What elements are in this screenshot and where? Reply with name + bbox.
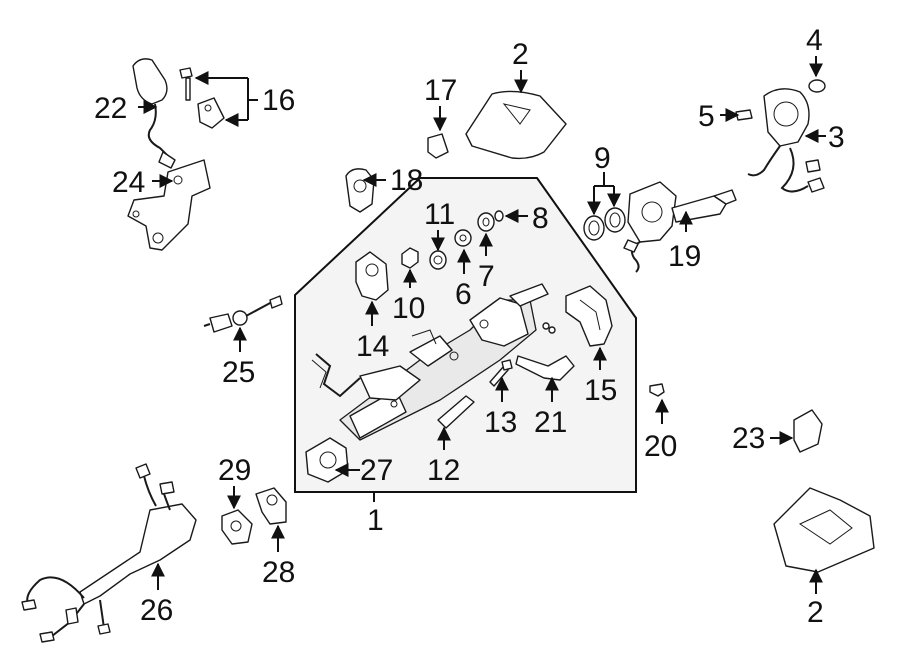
callout-20: 20 <box>644 430 677 463</box>
part-8-washer <box>494 210 504 222</box>
part-5-small-clip <box>735 109 753 121</box>
part-11-bearing <box>429 250 447 270</box>
callout-1: 1 <box>367 504 384 537</box>
callout-27: 27 <box>360 454 393 487</box>
callout-23: 23 <box>732 422 765 455</box>
part-22-shift-lever <box>132 58 176 169</box>
callout-16: 16 <box>262 84 295 117</box>
part-2-upper-cover <box>465 90 567 160</box>
callout-8: 8 <box>532 202 549 235</box>
callout-7: 7 <box>478 260 495 293</box>
part-13-bolt <box>489 359 513 387</box>
part-10-nut <box>401 247 419 269</box>
callout-5: 5 <box>698 100 715 133</box>
part-15-bracket <box>565 285 613 347</box>
callout-15: 15 <box>584 374 617 407</box>
callout-13: 13 <box>484 406 517 439</box>
leader-lines <box>138 56 826 594</box>
part-26-wiring-harness <box>21 463 197 643</box>
part-16-bolt-and-bushing <box>179 67 225 129</box>
part-17-clip <box>427 133 449 159</box>
part-24-bracket <box>127 159 211 251</box>
part-25-sensor <box>203 295 283 333</box>
callout-11: 11 <box>424 198 455 231</box>
part-20-clip <box>649 383 665 397</box>
callout-10: 10 <box>392 292 425 325</box>
callout-6: 6 <box>455 278 472 311</box>
callout-21: 21 <box>534 406 567 439</box>
part-6-bushing <box>454 229 472 247</box>
part-2-lower-shroud <box>773 487 875 573</box>
callout-25: 25 <box>222 356 255 389</box>
callout-19: 19 <box>668 240 701 273</box>
part-12-pin <box>437 395 475 429</box>
callout-12: 12 <box>427 454 460 487</box>
callout-2-bottom: 2 <box>807 596 824 629</box>
callout-14: 14 <box>356 330 389 363</box>
part-7-cylinder <box>477 212 495 232</box>
callout-18: 18 <box>390 164 423 197</box>
part-29-plate <box>221 509 253 545</box>
part-28-bracket <box>255 487 287 525</box>
callout-24: 24 <box>112 166 145 199</box>
callout-labels: 1 2 2 3 4 5 6 7 8 9 10 11 12 13 14 15 16… <box>94 24 845 629</box>
callout-26: 26 <box>140 594 173 627</box>
callout-3: 3 <box>828 121 845 154</box>
part-4-cap <box>808 79 826 93</box>
callout-28: 28 <box>262 556 295 589</box>
part-21-lever <box>515 355 575 381</box>
callout-17: 17 <box>424 74 457 107</box>
callout-4: 4 <box>806 24 823 57</box>
callout-22: 22 <box>94 92 127 125</box>
callout-9: 9 <box>594 142 611 175</box>
part-3-clockspring <box>747 88 825 193</box>
part-1-steering-column <box>311 283 549 441</box>
callout-29: 29 <box>218 454 251 487</box>
part-23-cover-piece <box>793 409 823 453</box>
callout-2-top: 2 <box>512 38 529 71</box>
part-small-pins <box>542 322 556 334</box>
part-9-rings <box>583 207 626 241</box>
part-18-lock-housing <box>345 168 375 213</box>
part-14-housing <box>355 251 389 301</box>
